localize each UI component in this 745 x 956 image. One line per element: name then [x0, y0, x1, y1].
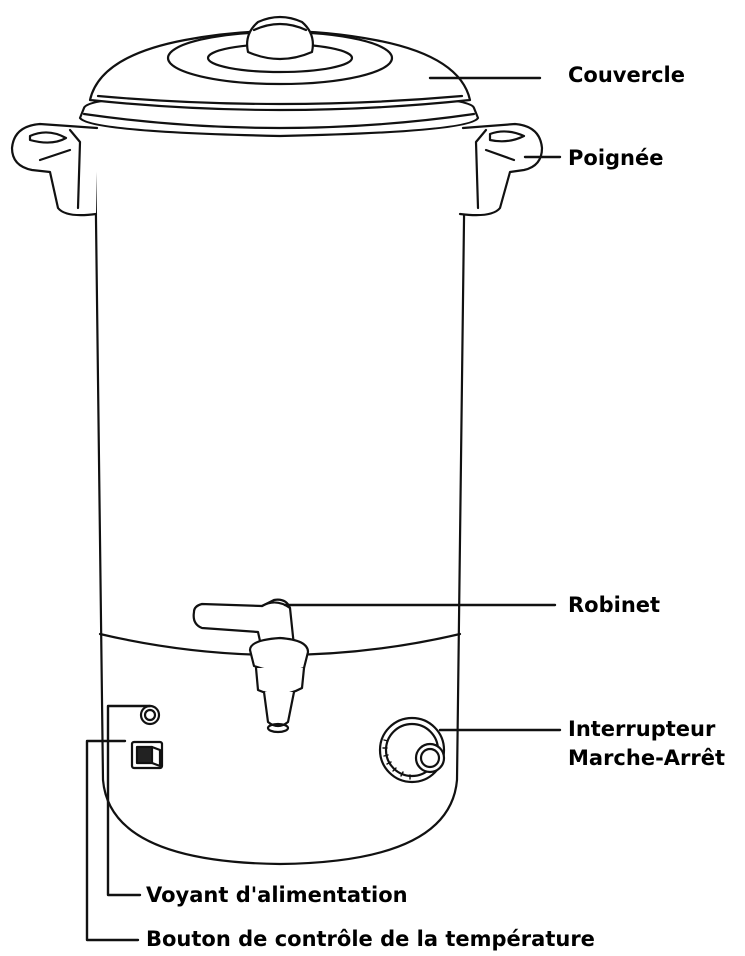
power-light: [139, 704, 161, 726]
label-tap: Robinet: [568, 593, 661, 617]
temperature-dial: [378, 716, 446, 784]
label-temp-button: Bouton de contrôle de la température: [146, 927, 595, 951]
label-switch-line2: Marche-Arrêt: [568, 746, 726, 770]
leader-power-light: [106, 704, 152, 897]
label-switch-line1: Interrupteur: [568, 717, 716, 741]
right-handle: [458, 122, 544, 217]
rocker-switch: [130, 740, 164, 770]
leader-lines: [85, 76, 562, 942]
label-lid: Couvercle: [568, 63, 685, 87]
label-power-light: Voyant d'alimentation: [146, 883, 408, 907]
tap: [192, 598, 310, 734]
label-handle: Poignée: [568, 146, 664, 170]
left-handle: [10, 122, 99, 217]
dial-ticks: [382, 739, 411, 780]
lid: [78, 15, 480, 138]
leader-temp-button: [85, 739, 140, 942]
